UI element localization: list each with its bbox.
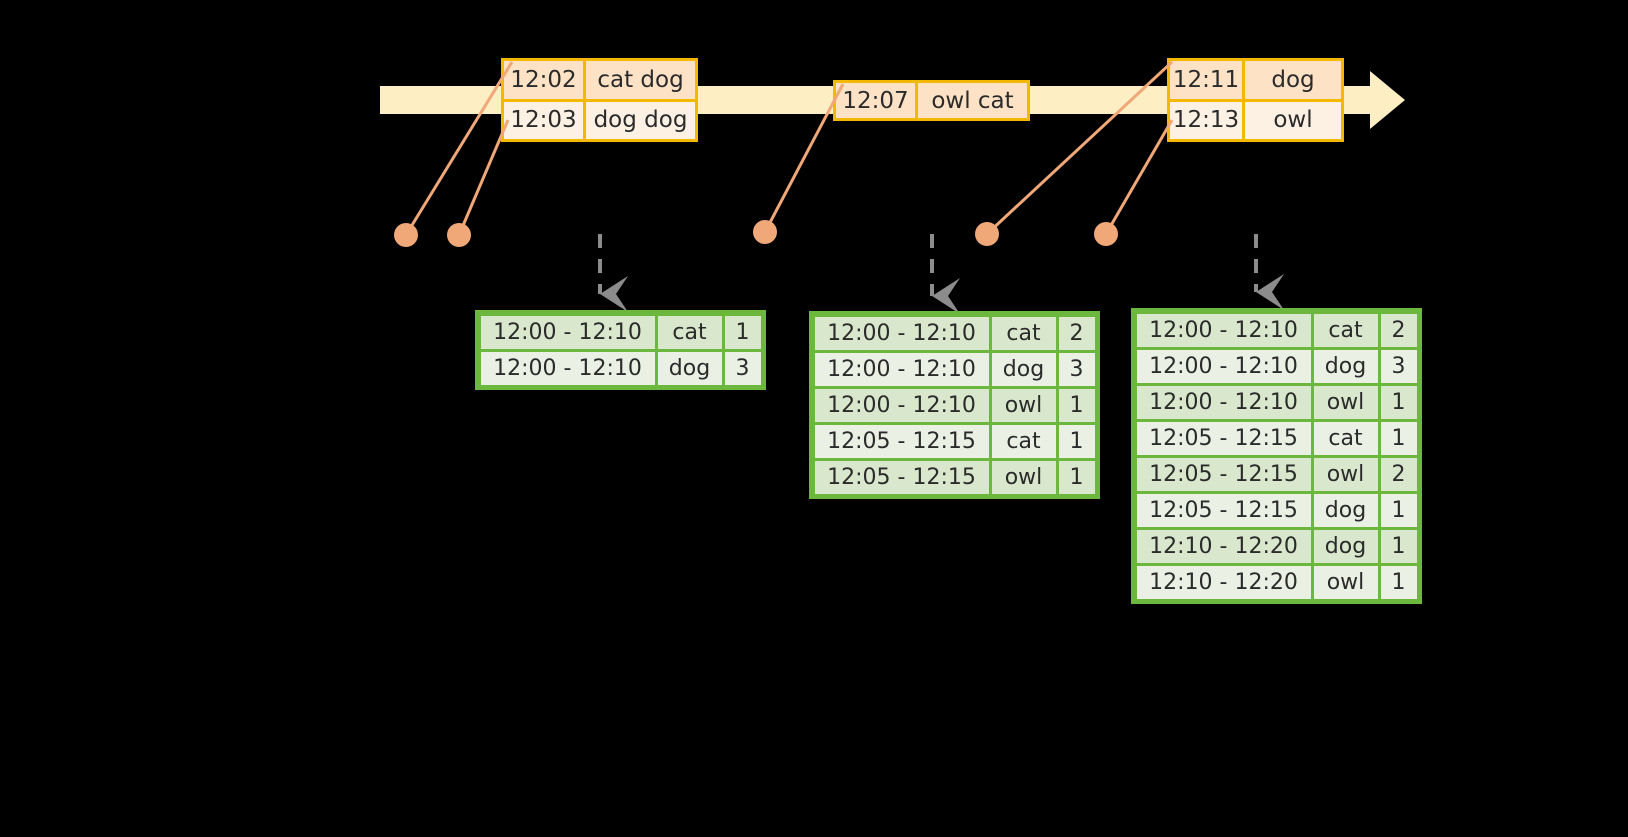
timeline-arrow-head	[1370, 71, 1405, 129]
cell-window: 12:05 - 12:15	[1136, 493, 1311, 527]
cell-key: dog	[1313, 529, 1378, 563]
connector-dots	[394, 220, 1118, 247]
cell-window: 12:05 - 12:15	[1136, 457, 1311, 491]
dashed-arrows	[598, 234, 1284, 314]
cell-count: 1	[1058, 460, 1095, 494]
cell-key: owl	[991, 388, 1056, 422]
event-time: 12:02	[504, 61, 586, 99]
event-row: 12:11 dog	[1170, 61, 1341, 99]
cell-key: owl	[1313, 457, 1378, 491]
event-box-1[interactable]: 12:02 cat dog 12:03 dog dog	[501, 58, 698, 142]
cell-key: dog	[657, 351, 722, 385]
event-row: 12:03 dog dog	[504, 98, 695, 139]
connector-dot	[394, 223, 418, 247]
cell-key: owl	[991, 460, 1056, 494]
cell-window: 12:10 - 12:20	[1136, 565, 1311, 599]
cell-window: 12:00 - 12:10	[814, 316, 989, 350]
cell-window: 12:00 - 12:10	[1136, 385, 1311, 419]
cell-key: cat	[991, 316, 1056, 350]
event-row: 12:02 cat dog	[504, 61, 695, 99]
cell-count: 1	[1380, 385, 1417, 419]
cell-key: cat	[657, 315, 722, 349]
cell-count: 1	[1380, 529, 1417, 563]
cell-window: 12:00 - 12:10	[814, 388, 989, 422]
event-box-2[interactable]: 12:07 owl cat	[833, 80, 1030, 121]
connector-dot	[1094, 222, 1118, 246]
cell-key: dog	[1313, 349, 1378, 383]
cell-count: 2	[1380, 313, 1417, 347]
event-words: owl cat	[918, 83, 1027, 118]
cell-window: 12:10 - 12:20	[1136, 529, 1311, 563]
cell-key: cat	[1313, 313, 1378, 347]
cell-window: 12:00 - 12:10	[1136, 313, 1311, 347]
event-row: 12:07 owl cat	[836, 83, 1027, 118]
cell-count: 1	[1058, 388, 1095, 422]
event-box-3[interactable]: 12:11 dog 12:13 owl	[1167, 58, 1344, 142]
cell-key: owl	[1313, 565, 1378, 599]
cell-key: dog	[991, 352, 1056, 386]
cell-count: 1	[724, 315, 761, 349]
event-words: dog dog	[586, 101, 695, 139]
cell-window: 12:05 - 12:15	[1136, 421, 1311, 455]
cell-key: cat	[991, 424, 1056, 458]
event-words: owl	[1245, 101, 1341, 139]
connector-dot	[975, 222, 999, 246]
cell-key: dog	[1313, 493, 1378, 527]
cell-count: 2	[1058, 316, 1095, 350]
cell-window: 12:00 - 12:10	[1136, 349, 1311, 383]
cell-count: 2	[1380, 457, 1417, 491]
cell-count: 3	[1380, 349, 1417, 383]
event-words: dog	[1245, 61, 1341, 99]
connector-dot	[753, 220, 777, 244]
cell-window: 12:00 - 12:10	[814, 352, 989, 386]
cell-count: 1	[1380, 493, 1417, 527]
cell-key: owl	[1313, 385, 1378, 419]
event-time: 12:03	[504, 101, 586, 139]
event-time: 12:13	[1170, 101, 1245, 139]
event-words: cat dog	[586, 61, 695, 99]
connector-dot	[447, 223, 471, 247]
cell-window: 12:00 - 12:10	[480, 315, 655, 349]
event-time: 12:07	[836, 83, 918, 118]
cell-window: 12:00 - 12:10	[480, 351, 655, 385]
event-time: 12:11	[1170, 61, 1245, 99]
cell-count: 3	[724, 351, 761, 385]
cell-count: 1	[1058, 424, 1095, 458]
cell-key: cat	[1313, 421, 1378, 455]
connector-line	[1104, 119, 1174, 235]
cell-window: 12:05 - 12:15	[814, 460, 989, 494]
cell-count: 3	[1058, 352, 1095, 386]
event-row: 12:13 owl	[1170, 98, 1341, 139]
cell-count: 1	[1380, 421, 1417, 455]
cell-window: 12:05 - 12:15	[814, 424, 989, 458]
cell-count: 1	[1380, 565, 1417, 599]
